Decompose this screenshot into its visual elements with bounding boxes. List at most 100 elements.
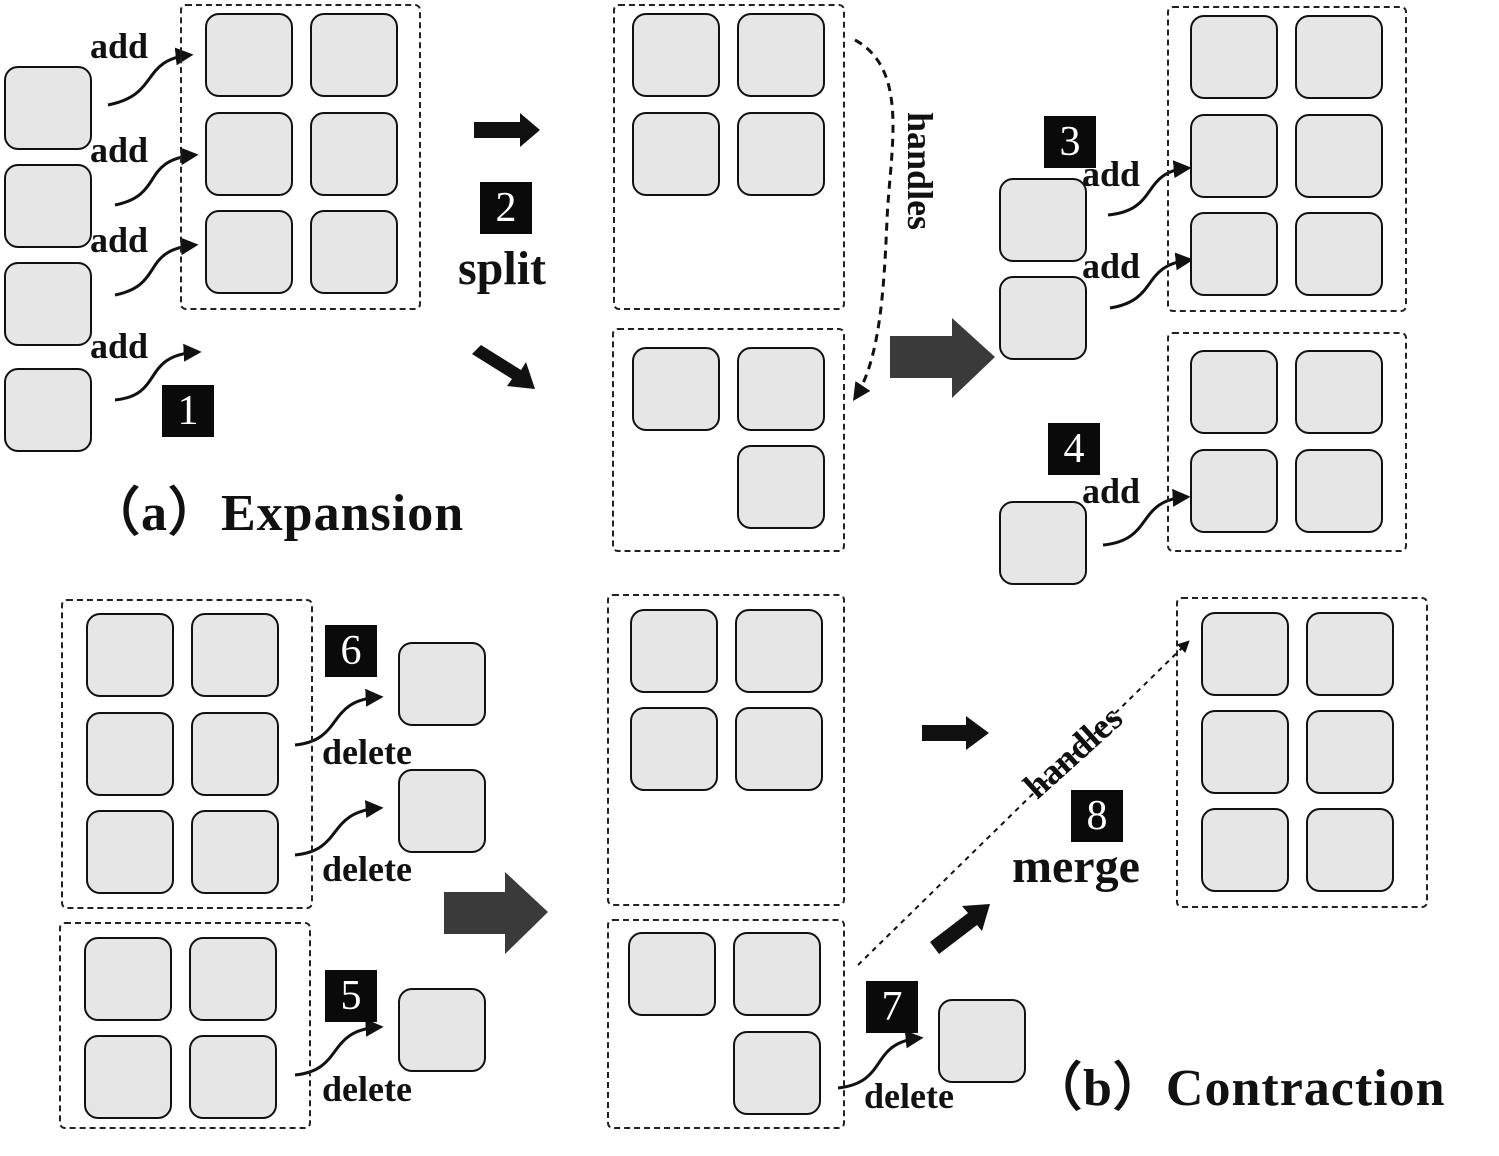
entry-box [1306,710,1394,794]
entry-box [1295,449,1383,533]
entry-box [398,769,486,853]
entry-box [398,988,486,1072]
entry-box [398,642,486,726]
entry-box [4,164,92,248]
entry-box [205,112,293,196]
add-label: add [90,26,149,66]
add-arrow-curve [114,147,199,207]
entry-box [630,707,718,791]
add-label: add [90,220,149,260]
node-group [612,328,845,552]
step-badge: 1 [162,385,214,437]
merge-label: merge [1012,840,1140,893]
entry-box [1201,710,1289,794]
delete-label: delete [864,1076,954,1116]
step-badge: 2 [480,182,532,234]
entry-box [205,13,293,97]
add-arrow-curve [1109,252,1194,310]
delete-label: delete [322,849,412,889]
entry-box [737,347,825,431]
entry-box [205,210,293,294]
add-arrow-curve [114,343,202,402]
entry-box [4,66,92,150]
entry-box [310,112,398,196]
add-label: add [90,130,149,170]
entry-box [1190,15,1278,99]
handles-dashed-arrow [853,38,895,402]
node-group [61,599,313,909]
delete-label: delete [322,1069,412,1109]
entry-box [1295,350,1383,434]
node-group [59,922,311,1129]
entry-box [4,368,92,452]
add-label: add [90,326,149,366]
add-label: add [1082,154,1141,194]
node-group [607,594,845,906]
entry-box [191,712,279,796]
diagonal-arrow-small [472,345,535,389]
node-group [180,4,421,310]
add-arrow-curve [1102,488,1191,547]
node-group [1167,332,1407,552]
big-right-arrow [444,872,548,954]
entry-box [737,112,825,196]
big-right-arrow [890,318,995,398]
entry-box [999,501,1087,585]
right-arrow-small [474,113,540,147]
step-badge: 6 [325,625,377,677]
entry-box [86,712,174,796]
entry-box [86,613,174,697]
entry-box [735,707,823,791]
delete-arrow-curve [294,688,384,747]
entry-box [632,347,720,431]
entry-box [1306,612,1394,696]
entry-box [189,937,277,1021]
step-badge: 4 [1048,423,1100,475]
entry-box [737,13,825,97]
entry-box [1295,114,1383,198]
entry-box [310,13,398,97]
entry-box [938,999,1026,1083]
entry-box [632,13,720,97]
step-badge: 5 [325,970,377,1022]
entry-box [735,609,823,693]
entry-box [1295,212,1383,296]
entry-box [733,932,821,1016]
entry-box [191,810,279,894]
contraction-caption: （b）Contraction [1030,1060,1446,1117]
entry-box [310,210,398,294]
node-group [1167,6,1407,312]
entry-box [630,609,718,693]
entry-box [733,1031,821,1115]
entry-box [999,178,1087,262]
entry-box [84,1035,172,1119]
handles-dashed-arrow [857,640,1190,966]
delete-arrow-curve [294,800,384,857]
delete-label: delete [322,732,412,772]
delete-arrow-curve [837,1030,924,1090]
entry-box [86,810,174,894]
node-group [1176,597,1428,908]
entry-box [1190,350,1278,434]
entry-box [191,613,279,697]
step-badge: 7 [866,981,918,1033]
node-group [613,4,845,310]
entry-box [1190,212,1278,296]
diagonal-arrow-small [930,904,990,954]
add-label: add [1082,246,1141,286]
entry-box [84,937,172,1021]
entry-box [4,262,92,346]
add-label: add [1082,471,1141,511]
entry-box [999,276,1087,360]
handles-label: handles [900,112,940,231]
add-arrow-curve [1107,160,1192,217]
entry-box [189,1035,277,1119]
step-badge: 8 [1071,790,1123,842]
split-label: split [458,242,547,295]
entry-box [737,445,825,529]
entry-box [632,112,720,196]
entry-box [1201,612,1289,696]
entry-box [628,932,716,1016]
step-badge: 3 [1044,116,1096,168]
